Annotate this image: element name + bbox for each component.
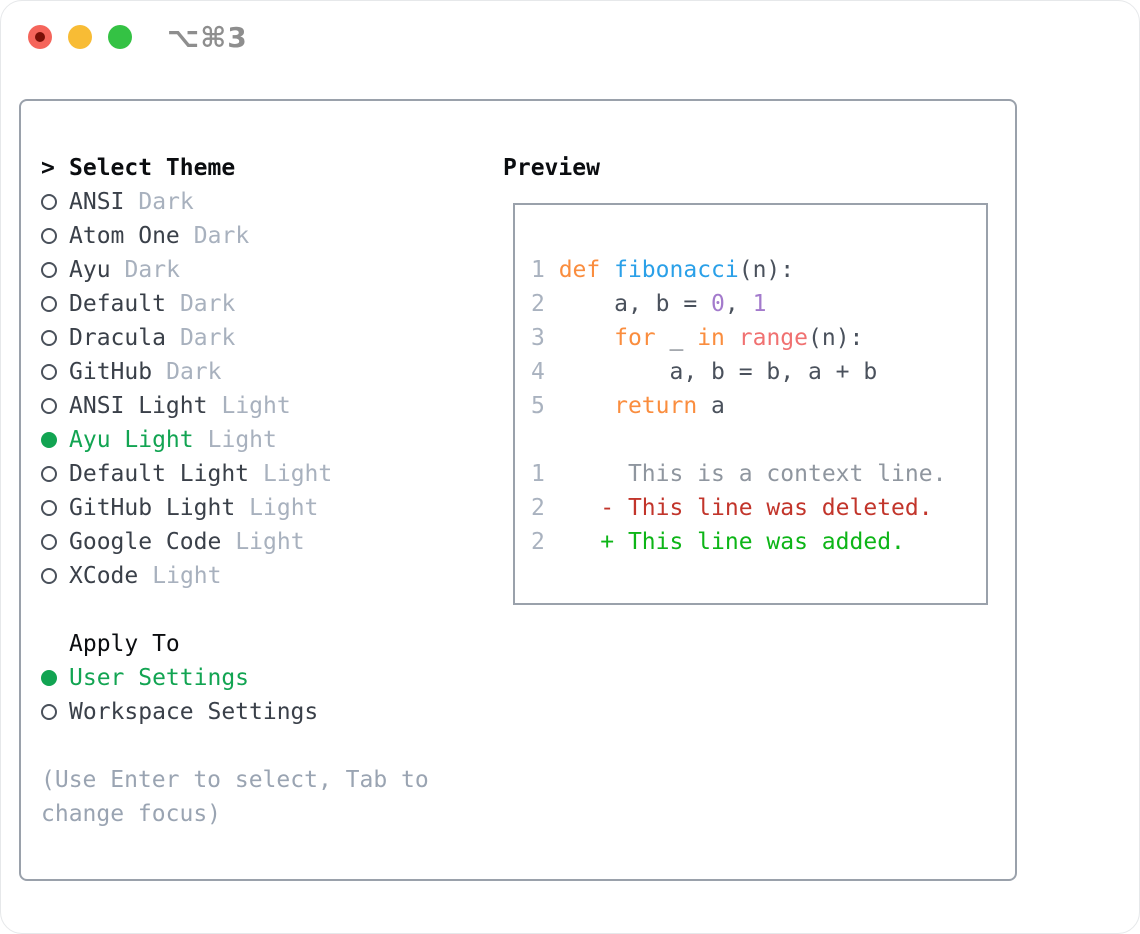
spacer [41,593,429,627]
preview-code-line: 1 def fibonacci(n): [531,257,795,283]
theme-variant-badge: Light [207,427,277,453]
theme-name: ANSI Light [69,393,208,419]
theme-variant-badge: Light [263,461,333,487]
apply-to-header: Apply To [41,627,429,661]
theme-name: Atom One [69,223,180,249]
theme-option-github[interactable]: GitHub Dark [41,355,429,389]
preview-title: Preview [503,155,600,181]
close-button[interactable] [28,25,52,49]
preview-code-line: 2 a, b = 0, 1 [531,291,767,317]
radio-unselected-icon [41,194,69,210]
theme-variant-badge: Dark [124,257,180,283]
theme-option-ayu[interactable]: Ayu Dark [41,253,429,287]
theme-variant-badge: Dark [179,325,236,351]
theme-name: GitHub [69,359,153,385]
theme-variant-badge: Dark [193,223,250,249]
apply-option-label: User Settings [69,665,250,691]
theme-variant-badge: Light [221,393,291,419]
preview-code: 1 def fibonacci(n): 2 a, b = 0, 1 3 for _ … [531,253,986,559]
theme-variant-badge: Light [249,495,319,521]
apply-option-workspace-settings[interactable]: Workspace Settings [41,695,429,729]
theme-option-dracula[interactable]: Dracula Dark [41,321,429,355]
preview-code-line: 3 for _ in range(n): [531,325,864,351]
theme-name: Google Code [69,529,222,555]
theme-variant-badge: Dark [179,291,236,317]
theme-variant-badge: Dark [138,189,194,215]
preview-code-line: 2 + This line was added. [531,529,905,555]
radio-unselected-icon [41,262,69,278]
theme-name: GitHub Light [69,495,236,521]
preview-code-line [531,423,986,457]
titlebar: ⌥⌘3 [1,1,1139,75]
radio-unselected-icon [41,466,69,482]
radio-selected-icon [41,432,69,448]
theme-name: Default [69,291,166,317]
help-text-line-1: (Use Enter to select, Tab to [41,767,429,793]
apply-to-title: Apply To [69,631,180,657]
theme-option-xcode[interactable]: XCode Light [41,559,429,593]
selection-prompt-icon: > [41,155,55,181]
radio-unselected-icon [41,704,69,720]
close-dot-icon [35,32,45,42]
theme-option-atom-one[interactable]: Atom One Dark [41,219,429,253]
theme-list-header: > Select Theme [41,151,429,185]
spacer [41,729,429,763]
theme-option-ayu-light[interactable]: Ayu Light Light [41,423,429,457]
preview-box: 1 def fibonacci(n): 2 a, b = 0, 1 3 for _ … [513,203,988,605]
radio-unselected-icon [41,398,69,414]
theme-name: Ayu [69,257,111,283]
window-title-shortcut: ⌥⌘3 [167,21,248,54]
radio-unselected-icon [41,364,69,380]
theme-name: XCode [69,563,139,589]
theme-name: Ayu Light [69,427,194,453]
theme-option-ansi[interactable]: ANSI Dark [41,185,429,219]
radio-unselected-icon [41,228,69,244]
preview-code-line: 1 This is a context line. [531,461,947,487]
theme-variant-badge: Light [152,563,222,589]
apply-option-label: Workspace Settings [69,699,319,725]
radio-unselected-icon [41,568,69,584]
theme-name: ANSI [69,189,125,215]
theme-variant-badge: Dark [166,359,222,385]
preview-code-line: 2 - This line was deleted. [531,495,933,521]
minimize-button[interactable] [68,25,92,49]
radio-unselected-icon [41,330,69,346]
apply-option-user-settings[interactable]: User Settings [41,661,429,695]
theme-option-default-light[interactable]: Default Light Light [41,457,429,491]
preview-code-line: 5 return a [531,393,725,419]
help-text-line-2: change focus) [41,801,222,827]
preview-code-line: 4 a, b = b, a + b [531,359,878,385]
radio-unselected-icon [41,296,69,312]
radio-unselected-icon [41,534,69,550]
theme-option-ansi-light[interactable]: ANSI Light Light [41,389,429,423]
theme-name: Dracula [69,325,166,351]
theme-option-default[interactable]: Default Dark [41,287,429,321]
radio-selected-icon [41,670,69,686]
theme-name: Default Light [69,461,250,487]
theme-option-google-code[interactable]: Google Code Light [41,525,429,559]
theme-list-title: Select Theme [69,155,236,181]
zoom-button[interactable] [108,25,132,49]
theme-variant-badge: Light [235,529,305,555]
theme-option-github-light[interactable]: GitHub Light Light [41,491,429,525]
radio-unselected-icon [41,500,69,516]
